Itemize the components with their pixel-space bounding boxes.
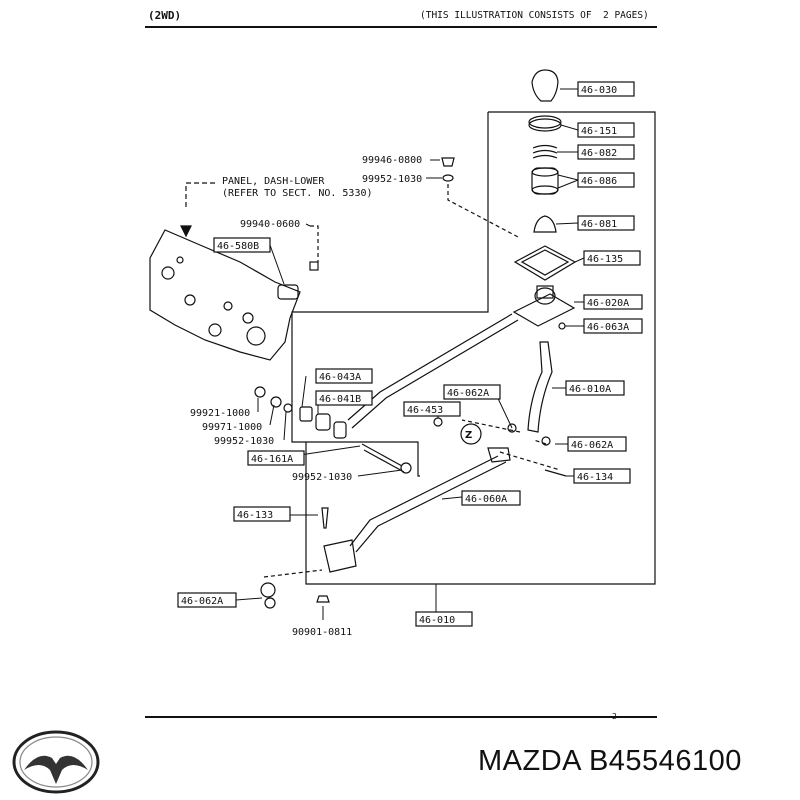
label-46-161A: 46-161A (251, 454, 293, 465)
footer-rule (145, 716, 657, 718)
illustration-note: (THIS ILLUSTRATION CONSISTS OF 2 PAGES) (420, 10, 649, 21)
label-99940-0600: 99940-0600 (240, 219, 300, 230)
label-99921-1000: 99921-1000 (190, 408, 250, 419)
label-46-135: 46-135 (587, 254, 623, 265)
label-46-010: 46-010 (419, 615, 455, 626)
label-46-062A-top: 46-062A (447, 388, 489, 399)
label-46-151: 46-151 (581, 126, 617, 137)
label-46-580B: 46-580B (217, 241, 259, 252)
label-46-062A-right: 46-062A (571, 440, 613, 451)
label-99952-1030-top: 99952-1030 (362, 174, 422, 185)
label-99971-1000: 99971-1000 (202, 422, 262, 433)
variant-label: (2WD) (148, 9, 182, 22)
label-99946-0800: 99946-0800 (362, 155, 422, 166)
label-46-020A: 46-020A (587, 298, 629, 309)
label-46-043A: 46-043A (319, 372, 361, 383)
label-46-041B: 46-041B (319, 394, 361, 405)
label-90901-0811: 90901-0811 (292, 627, 352, 638)
label-46-081: 46-081 (581, 219, 617, 230)
label-99952-1030-mid: 99952-1030 (214, 436, 274, 447)
label-46-453: 46-453 (407, 405, 443, 416)
brand-part-number: MAZDA B45546100 (478, 745, 742, 777)
selector-rod (349, 455, 499, 547)
shift-knob-icon (531, 69, 559, 102)
label-46-133: 46-133 (237, 510, 273, 521)
label-46-134: 46-134 (577, 472, 613, 483)
label-46-086: 46-086 (581, 176, 617, 187)
label-46-030: 46-030 (581, 85, 617, 96)
panel-reference: (REFER TO SECT. NO. 5330) (222, 188, 373, 199)
label-46-010A: 46-010A (569, 384, 611, 395)
panel-label: PANEL, DASH-LOWER (222, 176, 325, 187)
z-marker: Z (465, 430, 472, 441)
label-46-060A: 46-060A (465, 494, 507, 505)
label-46-082: 46-082 (581, 148, 617, 159)
shift-lever-icon (527, 341, 553, 433)
label-46-063A: 46-063A (587, 322, 629, 333)
mazda-logo-icon (12, 730, 100, 794)
header-rule (145, 26, 657, 28)
label-99952-1030-low: 99952-1030 (292, 472, 352, 483)
label-46-062A-left: 46-062A (181, 596, 223, 607)
page-mark: 2 (612, 712, 617, 721)
dash-panel (149, 229, 301, 361)
